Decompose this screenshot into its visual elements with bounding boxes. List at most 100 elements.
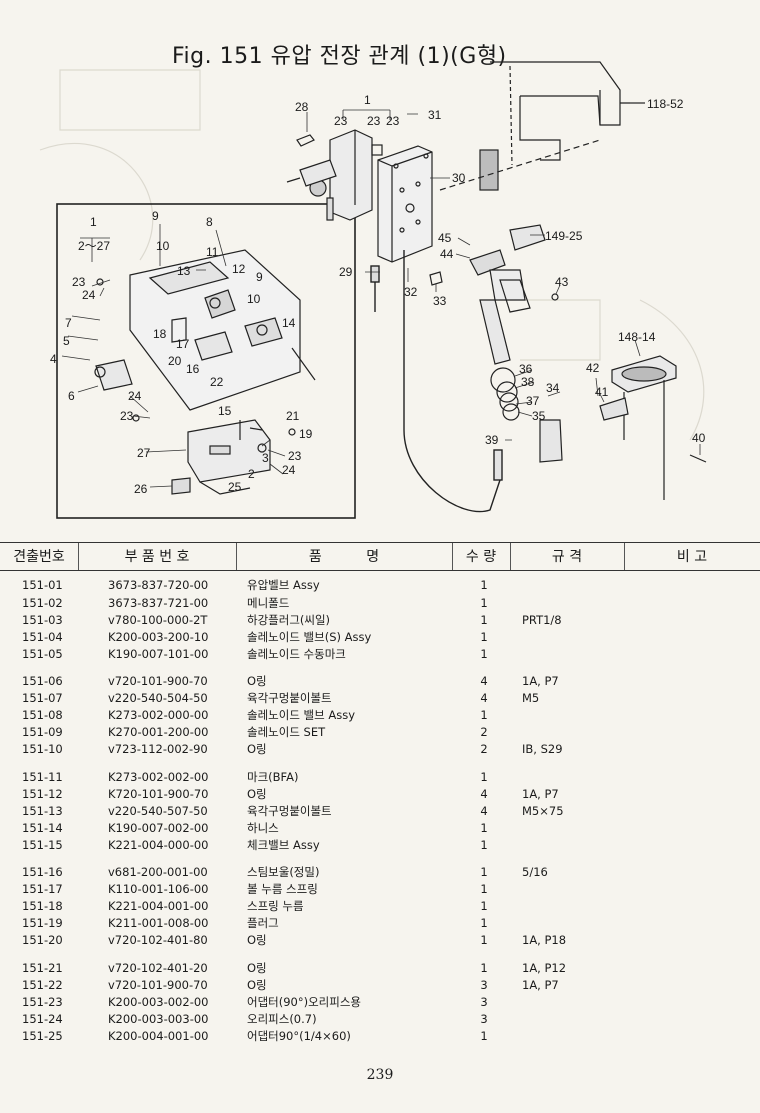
callout-35: 35	[532, 409, 546, 423]
specification: 1A, P12	[522, 961, 567, 975]
ref-number: 151-10	[22, 742, 63, 756]
inset-callout-19: 19	[299, 427, 313, 441]
ref-number: 151-01	[22, 578, 63, 592]
callout-28: 28	[295, 100, 309, 114]
part-number: v720-102-401-80	[108, 933, 208, 947]
quantity: 1	[480, 630, 488, 644]
quantity: 1	[480, 1029, 488, 1043]
inset-callout-2: 2	[248, 467, 255, 481]
ref-number: 151-18	[22, 899, 63, 913]
callout-149-25: 149-25	[545, 229, 583, 243]
part-name: O링	[247, 742, 267, 756]
part-number: K190-007-101-00	[108, 647, 209, 661]
callout-33: 33	[433, 294, 447, 308]
header-quantity: 수 량	[465, 549, 497, 565]
column-divider	[236, 543, 237, 570]
callout-23c: 23	[386, 114, 400, 128]
quantity: 1	[480, 708, 488, 722]
inset-callout-17: 17	[176, 337, 190, 351]
callout-30: 30	[452, 171, 466, 185]
part-number: K200-003-200-10	[108, 630, 209, 644]
callout-34: 34	[546, 381, 560, 395]
inset-callout-21: 21	[286, 409, 300, 423]
quantity: 4	[480, 674, 488, 688]
part-name: O링	[247, 933, 267, 947]
part-name: O링	[247, 961, 267, 975]
callout-43: 43	[555, 275, 569, 289]
part-name: O링	[247, 787, 267, 801]
callout-29: 29	[339, 265, 353, 279]
quantity: 4	[480, 691, 488, 705]
inset-callout-24b: 24	[128, 389, 142, 403]
quantity: 1	[480, 899, 488, 913]
mounting-plate	[377, 145, 433, 263]
ref-number: 151-15	[22, 838, 63, 852]
quantity: 1	[480, 882, 488, 896]
inset-assembly	[94, 249, 316, 495]
inset-callout-23: 23	[72, 275, 86, 289]
ref-number: 151-13	[22, 804, 63, 818]
part-name: 체크밸브 Assy	[247, 838, 320, 852]
inset-callout-23c: 23	[288, 449, 302, 463]
column-divider	[510, 543, 511, 570]
part-number: K221-004-000-00	[108, 838, 209, 852]
part-name: 솔레노이드 밸브(S) Assy	[247, 630, 372, 644]
inset-callout-20: 20	[168, 354, 182, 368]
part-name: O링	[247, 674, 267, 688]
inset-callout-6: 6	[68, 389, 75, 403]
inset-callout-12: 12	[232, 262, 246, 276]
quantity: 3	[480, 1012, 488, 1026]
callout-45: 45	[438, 231, 452, 245]
ref-number: 151-05	[22, 647, 63, 661]
inset-callout-22: 22	[210, 375, 224, 389]
part-number: K720-101-900-70	[108, 787, 209, 801]
specification: PRT1/8	[522, 613, 562, 627]
hydraulic-pipe	[370, 250, 503, 513]
part-number: K190-007-002-00	[108, 821, 209, 835]
ref-number: 151-06	[22, 674, 63, 688]
part-name: 볼 누름 스프링	[247, 882, 318, 896]
part-number: v681-200-001-00	[108, 865, 208, 879]
header-spec: 규 격	[551, 549, 583, 565]
inset-callout-7: 7	[65, 316, 72, 330]
part-number: K270-001-200-00	[108, 725, 209, 739]
part-name: 오리피스(0.7)	[247, 1012, 317, 1026]
part-name: 플러그	[247, 916, 279, 930]
callout-38: 38	[521, 375, 535, 389]
callout-40: 40	[692, 431, 706, 445]
exploded-parts-diagram: 1 23 23 23 28 31 30 118-52 149-25 45 44 …	[39, 61, 707, 519]
part-number: K273-002-002-00	[108, 770, 209, 784]
part-name: 마크(BFA)	[247, 770, 299, 784]
part-name: 스팀보울(정밀)	[247, 865, 320, 879]
part-name: 어댑터90°(1/4×60)	[247, 1029, 351, 1043]
column-divider	[624, 543, 625, 570]
part-number: K200-003-003-00	[108, 1012, 209, 1026]
quantity: 1	[480, 770, 488, 784]
quantity: 1	[480, 838, 488, 852]
callout-32: 32	[404, 285, 418, 299]
part-name: 육각구멍붙이볼트	[247, 804, 332, 818]
column-divider	[452, 543, 453, 570]
part-number: v723-112-002-90	[108, 742, 208, 756]
page-number: 239	[366, 1067, 394, 1083]
quantity: 1	[480, 961, 488, 975]
callout-23b: 23	[367, 114, 381, 128]
part-number: v720-101-900-70	[108, 674, 208, 688]
part-number: K221-004-001-00	[108, 899, 209, 913]
quantity: 1	[480, 647, 488, 661]
part-number: v220-540-507-50	[108, 804, 208, 818]
specification: 1A, P18	[522, 933, 567, 947]
ref-number: 151-19	[22, 916, 63, 930]
